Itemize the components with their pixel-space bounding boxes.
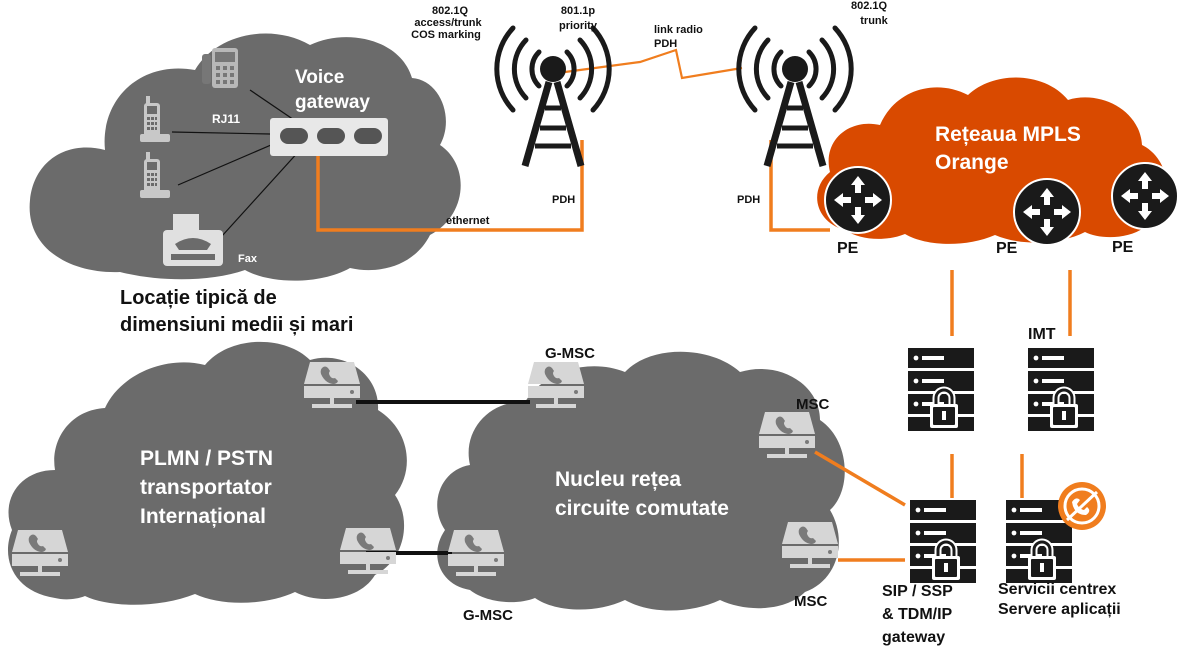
pe-label: PE bbox=[837, 240, 859, 257]
site-cloud bbox=[29, 33, 461, 281]
plmn-title: PLMN / PSTN bbox=[140, 447, 273, 470]
voice-gateway-icon bbox=[270, 118, 388, 156]
msc-label-bottom: MSC bbox=[794, 593, 828, 610]
dot1q-trunk-label: 802.1Q bbox=[851, 0, 888, 12]
plmn-cloud bbox=[7, 341, 407, 605]
server-links bbox=[814, 270, 1072, 562]
sip-gateway-label: gateway bbox=[882, 629, 945, 646]
radio-link-zigzag bbox=[564, 48, 743, 80]
site-caption: Locație tipică de bbox=[120, 287, 277, 309]
dot1q-access-label: 802.1Q bbox=[432, 5, 469, 17]
plmn-title: transportator bbox=[140, 476, 272, 499]
mpls-title: Orange bbox=[935, 151, 1009, 174]
pe-router-icon bbox=[824, 166, 892, 234]
deskphone-icon bbox=[202, 48, 238, 88]
imt-server-icon bbox=[1028, 348, 1094, 431]
radio-tower-left-icon bbox=[497, 28, 609, 166]
pdh-right-link bbox=[769, 140, 830, 232]
pe-router-icon bbox=[1013, 178, 1081, 246]
centrex-label: Servere aplicații bbox=[998, 601, 1121, 618]
ethernet-label: ethernet bbox=[446, 215, 490, 227]
core-title: Nucleu rețea bbox=[555, 468, 681, 491]
voice-gateway-title: gateway bbox=[295, 92, 370, 113]
radio-link-label: link radio bbox=[654, 24, 703, 36]
secure-server-icon bbox=[908, 348, 974, 431]
sip-gateway-server-icon bbox=[910, 500, 976, 583]
priority-label: priority bbox=[559, 20, 598, 32]
centrex-label: Servicii centrex bbox=[998, 581, 1116, 598]
mpls-title: Rețeaua MPLS bbox=[935, 123, 1081, 146]
voice-gateway-title: Voice bbox=[295, 67, 344, 88]
ethernet-link bbox=[316, 140, 584, 232]
radio-link-label: PDH bbox=[654, 38, 677, 50]
msc-label-top: MSC bbox=[796, 396, 830, 413]
site-caption: dimensiuni medii și mari bbox=[120, 314, 353, 336]
dot1q-access-label: COS marking bbox=[411, 29, 481, 41]
gmsc-label-bottom: G-MSC bbox=[463, 607, 513, 624]
pdh-label-right: PDH bbox=[737, 194, 760, 206]
centrex-badge-icon bbox=[1058, 482, 1106, 530]
fax-label: Fax bbox=[238, 253, 258, 265]
pe-label: PE bbox=[1112, 239, 1134, 256]
dot1q-access-label: access/trunk bbox=[414, 17, 482, 29]
imt-label: IMT bbox=[1028, 326, 1056, 343]
priority-label: 801.1p bbox=[561, 5, 596, 17]
sip-gateway-label: SIP / SSP bbox=[882, 583, 953, 600]
core-cloud bbox=[437, 351, 845, 611]
plmn-title: Internațional bbox=[140, 505, 266, 528]
sip-gateway-label: & TDM/IP bbox=[882, 606, 953, 623]
core-title: circuite comutate bbox=[555, 497, 729, 520]
dot1q-trunk-label: trunk bbox=[860, 15, 888, 27]
fax-icon bbox=[163, 214, 223, 266]
gmsc-label-top: G-MSC bbox=[545, 345, 595, 362]
pe-router-icon bbox=[1111, 162, 1179, 230]
pe-label: PE bbox=[996, 240, 1018, 257]
pdh-label-left: PDH bbox=[552, 194, 575, 206]
rj11-label: RJ11 bbox=[212, 112, 240, 126]
